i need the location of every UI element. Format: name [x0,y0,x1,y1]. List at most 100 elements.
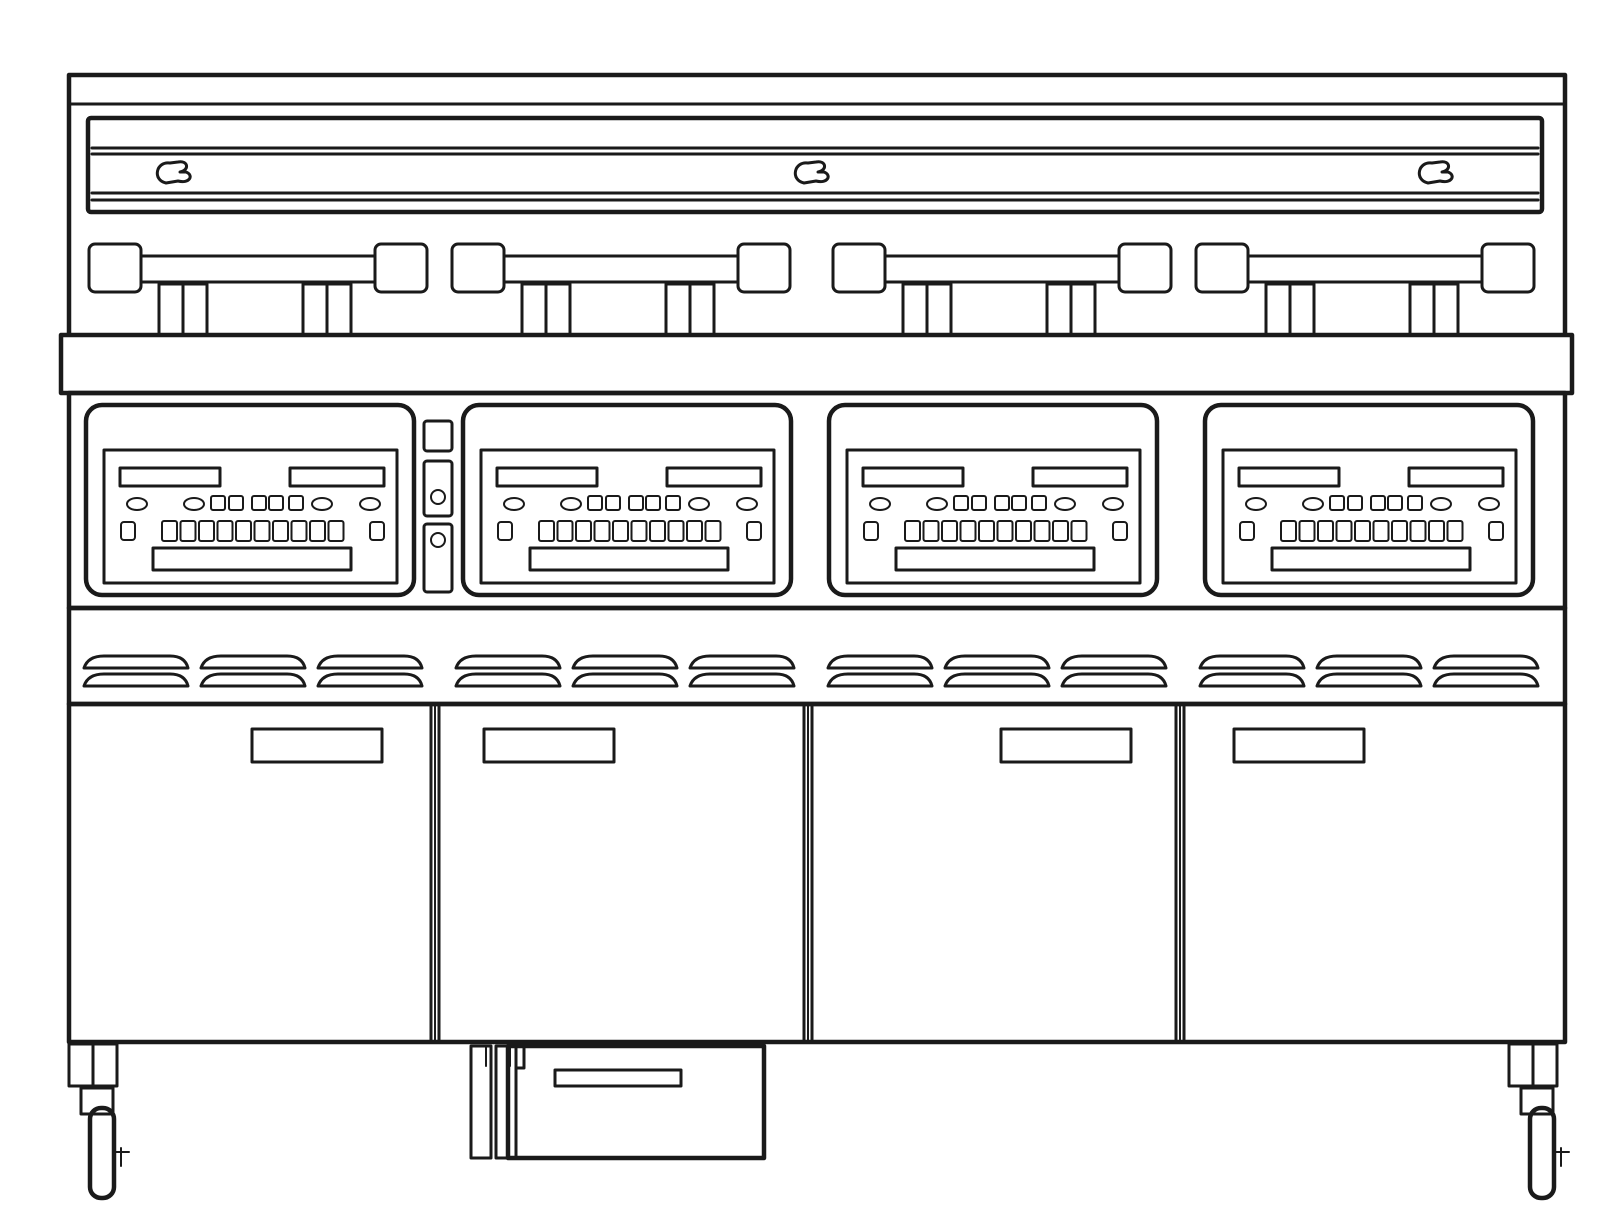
indicator-1 [869,497,891,511]
louver-5 [571,654,679,688]
small-key-4 [1387,495,1403,511]
info-strip [151,546,353,572]
small-key-2 [605,495,621,511]
lift-support-1-b [925,282,953,338]
louver-upper [1060,654,1168,670]
louver-1 [82,654,190,688]
keypad-key-5 [612,520,629,542]
side-button-left [1239,521,1255,541]
louver-lower [1432,672,1540,688]
keypad-key-6 [253,520,271,542]
basket-lifts [87,242,1536,338]
indicator-3 [1054,497,1076,511]
lift-bar [498,254,742,284]
indicator-4 [1102,497,1124,511]
display-right [288,466,386,488]
keypad-key-4 [593,520,611,542]
lift-support-2-b [1432,282,1460,338]
cabinet-outline [66,701,1568,1045]
keypad-key-4 [959,520,977,542]
side-button-right [746,521,762,541]
lift-support-1-b [181,282,209,338]
display-left [861,466,965,488]
lift-bar [879,254,1123,284]
small-key-1 [953,495,969,511]
caster-1 [67,1042,130,1201]
lift-end-left [1194,242,1250,294]
controller-3 [826,402,1160,598]
louver-upper [1198,654,1306,670]
display-right [1031,466,1129,488]
louvers [82,654,1540,688]
basket-lift-2 [450,242,792,338]
lift-support-1-b [1288,282,1316,338]
keypad-key-4 [1335,520,1353,542]
cabinet-door-3 [810,702,1178,1044]
louver-8 [943,654,1051,688]
lift-end-right [736,242,792,294]
leg-post-a [67,1042,95,1088]
controller-1 [83,402,417,598]
indicator-2 [926,497,948,511]
door-handle [999,727,1133,764]
lift-bar [135,254,379,284]
controller-4 [1202,402,1536,598]
louver-lower [1315,672,1423,688]
keypad-key-2 [556,520,574,542]
side-button-left [863,521,879,541]
keypad-key-7 [649,520,666,542]
indicator-4 [359,497,381,511]
keypad-key-6 [996,520,1014,542]
lift-end-left [831,242,887,294]
info-strip [528,546,730,572]
display-left [1237,466,1341,488]
small-key-4 [1011,495,1027,511]
switch-top [422,419,454,453]
louver-2 [199,654,307,688]
switch-bottom-knob [430,532,446,548]
keypad-key-9 [1052,520,1069,542]
small-key-3 [251,495,267,511]
caster-brake [1553,1147,1570,1167]
lift-support-1-a [157,282,185,338]
drawer-box [505,1043,767,1161]
keypad-key-1 [904,520,921,542]
keypad-key-5 [235,520,252,542]
louver-lower [454,672,562,688]
door-panel [810,702,1178,1044]
top-ledge [58,332,1575,396]
flue-hooks [155,160,1454,185]
louver-10 [1198,654,1306,688]
indicator-3 [311,497,333,511]
indicator-1 [126,497,148,511]
small-key-5 [665,495,681,511]
keypad-key-9 [309,520,326,542]
lift-end-right [373,242,429,294]
keypad-key-8 [1033,520,1051,542]
louver-3 [316,654,424,688]
drawer-handle [553,1068,683,1088]
door-handle [250,727,384,764]
keypad-key-6 [630,520,648,542]
switch-middle [422,459,454,518]
small-key-3 [628,495,644,511]
lift-end-right [1117,242,1173,294]
controller-2 [460,402,794,598]
louver-lower [943,672,1051,688]
louver-band [66,605,1568,707]
louver-12 [1432,654,1540,688]
leg-post-b [1531,1042,1559,1088]
switch-bottom [422,522,454,594]
keypad-key-8 [667,520,685,542]
louver-lower [1060,672,1168,688]
keypad-key-10 [704,520,722,542]
door-panel [67,702,433,1044]
keypad-key-7 [1391,520,1408,542]
keypad-key-1 [161,520,178,542]
door-handle [1232,727,1366,764]
lift-support-2-a [664,282,692,338]
keypad-key-10 [1446,520,1464,542]
display-left [118,466,222,488]
louver-upper [316,654,424,670]
